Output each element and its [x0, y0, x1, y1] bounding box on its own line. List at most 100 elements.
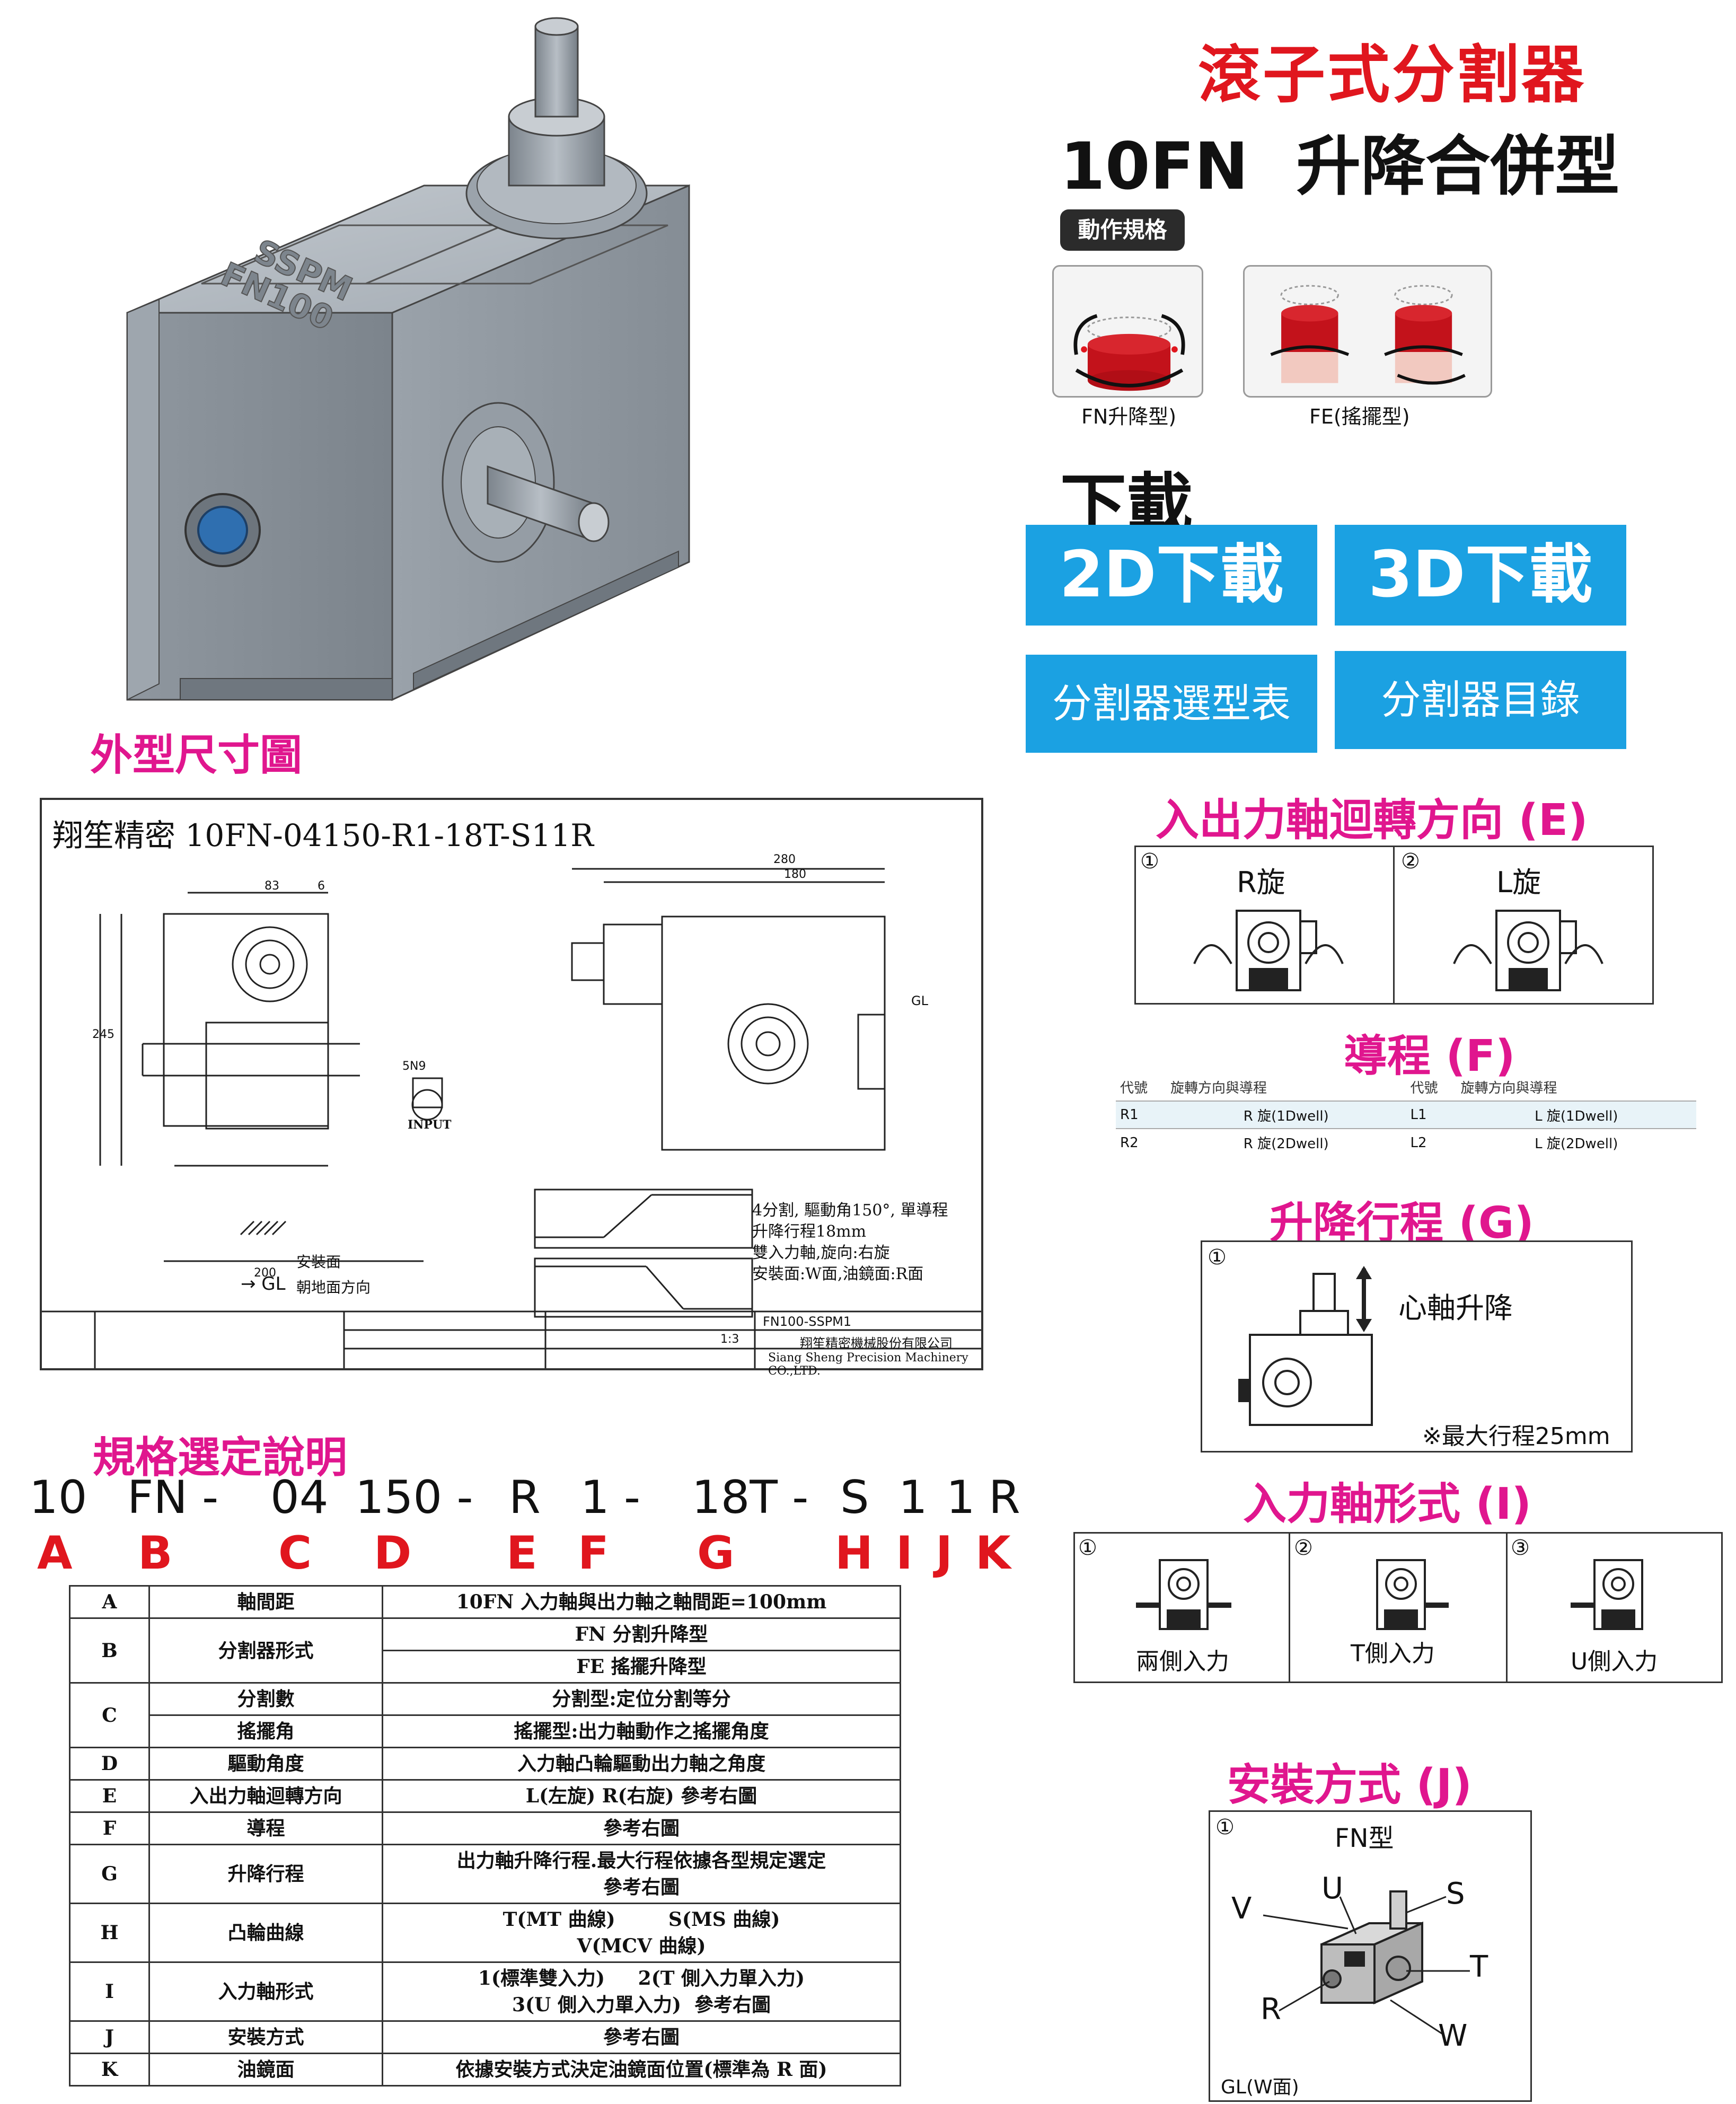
spec-name: 安裝方式: [148, 2020, 383, 2054]
legend-gl: → GL: [241, 1273, 286, 1295]
motion-fn-image: [1052, 265, 1203, 398]
input-opt2-diagram: [1376, 1559, 1449, 1630]
model-type: 升降合併型: [1296, 129, 1620, 204]
stroke-diagram: [1238, 1266, 1373, 1426]
selection-table-button[interactable]: 分割器選型表: [1026, 655, 1317, 753]
spec-name: 凸輪曲線: [148, 1903, 383, 1963]
spec-key: A: [69, 1585, 150, 1619]
dim-245: 245: [92, 1028, 114, 1041]
letter-h: H: [835, 1527, 873, 1580]
mount-label-t: T: [1470, 1950, 1488, 1984]
mount-type: FN型: [1335, 1824, 1394, 1853]
table-row: A 軸間距 10FN 入力軸與出力軸之軸間距=100mm: [69, 1585, 901, 1619]
code-e: R: [509, 1471, 541, 1524]
spec-name: 驅動角度: [148, 1747, 383, 1781]
code-f: 1 -: [580, 1471, 641, 1524]
input-shaft-title: 入力軸形式 (I): [1243, 1479, 1532, 1529]
lead-cell: L2: [1406, 1128, 1457, 1156]
spec-value-line: T(MT 曲線) S(MS 曲線): [503, 1908, 780, 1931]
table-row: J 安裝方式 參考右圖: [69, 2020, 901, 2054]
stroke-title: 升降行程 (G): [1270, 1198, 1534, 1248]
rotation-opt1-num: ①: [1140, 849, 1159, 874]
mount-num: ①: [1215, 1815, 1235, 1839]
spec-value: 參考右圖: [382, 2020, 901, 2054]
spec-name: 軸間距: [148, 1585, 383, 1619]
letter-a: A: [37, 1527, 73, 1580]
table-row: FE 搖擺升降型: [70, 1650, 901, 1684]
spec-value: 依據安裝方式決定油鏡面位置(標準為 R 面): [382, 2053, 901, 2087]
lead-cell: R 旋(2Dwell): [1166, 1128, 1406, 1156]
catalog-button[interactable]: 分割器目錄: [1335, 651, 1626, 749]
spec-value-line: 1(標準雙入力) 2(T 側入力單入力): [478, 1967, 805, 1989]
drawing-notes: 4分割, 驅動角150°, 單導程 升降行程18mm 雙入力軸,旋向:右旋 安裝…: [752, 1200, 948, 1285]
company-cn: 翔笙精密機械股份有限公司: [800, 1336, 953, 1351]
drawing-lines: [42, 868, 981, 1368]
spec-key: D: [69, 1747, 150, 1781]
dim-6: 6: [318, 879, 325, 893]
table-row: 搖擺角 搖擺型:出力軸動作之搖擺角度: [70, 1714, 901, 1748]
model-code: 10FN: [1060, 129, 1249, 204]
spec-value: 入力軸凸輪驅動出力軸之角度: [382, 1747, 901, 1781]
code-g: 18T -: [692, 1471, 809, 1524]
spec-title: 規格選定說明: [93, 1433, 347, 1482]
spec-key: F: [69, 1811, 150, 1845]
spec-value: FN 分割升降型: [382, 1617, 901, 1651]
spec-value: 分割型:定位分割等分: [382, 1682, 901, 1716]
company-en: Siang Sheng Precision Machinery CO.,LTD.: [768, 1351, 968, 1378]
letter-e: E: [506, 1527, 537, 1580]
table-row: H 凸輪曲線 T(MT 曲線) S(MS 曲線)V(MCV 曲線): [69, 1903, 901, 1963]
spec-name: 升降行程: [148, 1844, 383, 1904]
mount-gl: GL(W面): [1221, 2076, 1299, 2098]
download-3d-button[interactable]: 3D下載: [1335, 525, 1626, 626]
letter-f: F: [578, 1527, 609, 1580]
spec-value-line: 3(U 側入力單入力) 參考右圖: [512, 1994, 771, 2016]
code-i: 1: [898, 1471, 928, 1524]
stroke-num: ①: [1208, 1245, 1227, 1270]
lead-header-row: 代號 旋轉方向與導程 代號 旋轉方向與導程: [1116, 1073, 1696, 1101]
rotation-opt2-label: L旋: [1496, 866, 1541, 899]
main-title: 滾子式分割器: [1198, 38, 1587, 111]
letter-b: B: [138, 1527, 173, 1580]
spec-value: FE 搖擺升降型: [382, 1650, 901, 1684]
dim-5n9: 5N9: [402, 1060, 426, 1073]
spec-name: 導程: [148, 1811, 383, 1845]
scale: 1:3: [720, 1333, 739, 1346]
spec-name: 搖擺角: [148, 1714, 383, 1748]
download-2d-button[interactable]: 2D下載: [1026, 525, 1317, 626]
dim-280: 280: [773, 853, 796, 866]
spec-name: 入力軸形式: [148, 1961, 383, 2022]
motion-fe-label: FE(搖擺型): [1309, 405, 1410, 428]
input-opt2-label: T側入力: [1351, 1640, 1435, 1667]
letter-d: D: [374, 1527, 412, 1580]
table-row: E 入出力軸迴轉方向 L(左旋) R(右旋) 參考右圖: [69, 1779, 901, 1813]
code-d: 150 -: [355, 1471, 473, 1524]
spec-letters: A B C D E F G H I J K: [37, 1527, 1018, 1580]
note-4: 安裝面:W面,油鏡面:R面: [752, 1265, 924, 1283]
rotation-opt2-num: ②: [1401, 849, 1420, 874]
stroke-label: 心軸升降: [1398, 1291, 1513, 1325]
lead-cell: L1: [1406, 1101, 1457, 1129]
letter-c: C: [278, 1527, 312, 1580]
rotation-title: 入出力軸迴轉方向 (E): [1156, 795, 1588, 846]
input-opt3-num: ③: [1511, 1536, 1530, 1560]
spec-key: E: [69, 1779, 150, 1813]
product-illustration: SSPM FN100: [126, 17, 690, 701]
spec-value: 參考右圖: [382, 1811, 901, 1845]
table-row: D 驅動角度 入力軸凸輪驅動出力軸之角度: [69, 1747, 901, 1781]
code-j: 1: [946, 1471, 975, 1524]
part-number: FN100-SSPM1: [763, 1314, 852, 1329]
input-opt3-label: U側入力: [1571, 1648, 1658, 1675]
code-a: 10: [29, 1471, 87, 1524]
lead-cell: L 旋(2Dwell): [1456, 1128, 1696, 1156]
lead-cell: R 旋(1Dwell): [1166, 1101, 1406, 1129]
lead-h-desc1: 旋轉方向與導程: [1170, 1080, 1267, 1096]
code-h: S: [840, 1471, 869, 1524]
letter-i: I: [896, 1527, 913, 1580]
mount-label-u: U: [1321, 1871, 1343, 1906]
spec-value: 10FN 入力軸與出力軸之軸間距=100mm: [382, 1585, 901, 1619]
note-2: 升降行程18mm: [752, 1222, 867, 1241]
dim-180: 180: [784, 868, 806, 881]
spec-value-line: V(MCV 曲線): [577, 1935, 706, 1957]
mount-label-v: V: [1231, 1891, 1252, 1926]
letter-k: K: [975, 1527, 1011, 1580]
